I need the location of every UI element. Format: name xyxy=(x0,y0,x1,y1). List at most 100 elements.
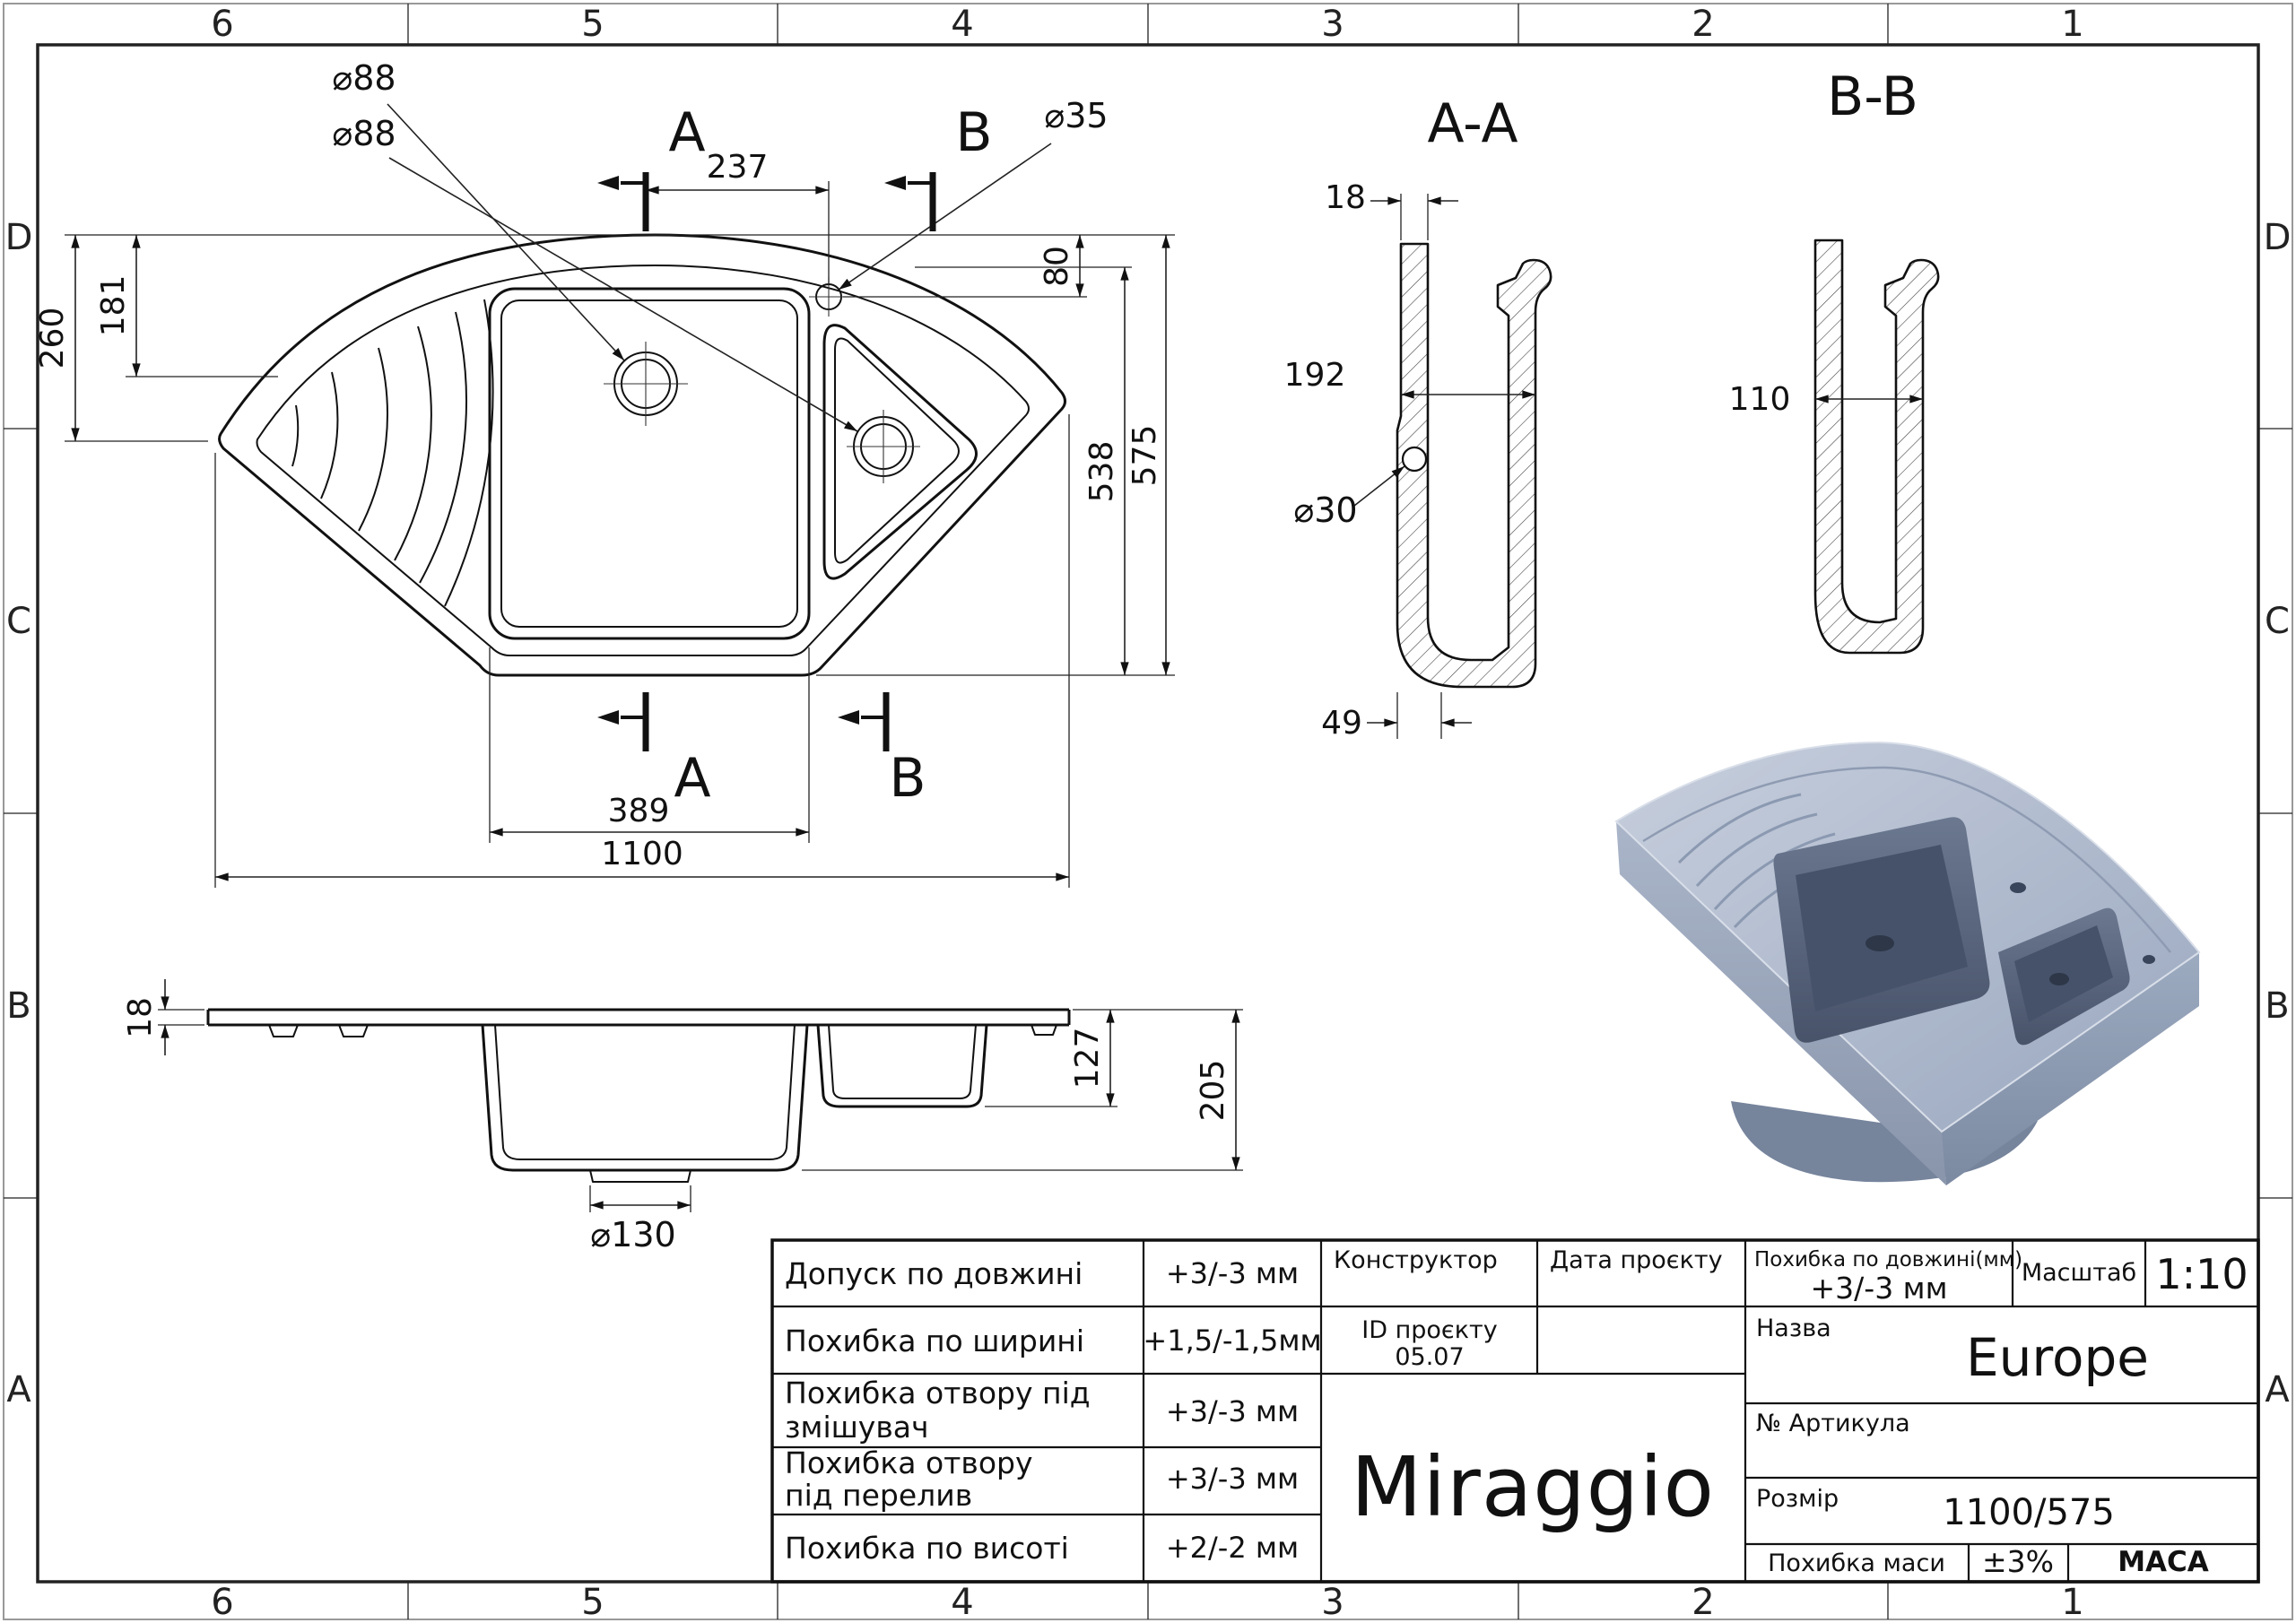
plan-view: ⌀88 ⌀88 ⌀35 237 80 260 181 538 575 389 1… xyxy=(34,58,1175,888)
small-bowl-inner xyxy=(834,337,960,564)
render-rim-line xyxy=(1642,766,2171,953)
plan-extension-lines xyxy=(65,181,1175,888)
groove-line xyxy=(444,299,494,607)
cut-arrowhead xyxy=(597,710,619,725)
cut-label-b-top: B xyxy=(955,101,992,164)
render-front-right-wall xyxy=(1942,952,2199,1185)
project-id-value: 05.07 xyxy=(1395,1343,1464,1371)
elevation-view: 18 127 205 ⌀130 xyxy=(122,979,1243,1254)
tolerance-label: Допуск по довжині xyxy=(785,1256,1083,1291)
elevation-main-bowl-inner xyxy=(494,1024,796,1160)
grid-row-label: B xyxy=(6,985,30,1027)
tolerance-value: +3/-3 мм xyxy=(1166,1256,1299,1290)
dim-575-label: 575 xyxy=(1126,425,1163,487)
mass-label: МАСА xyxy=(2118,1546,2209,1578)
tolerance-label: Похибка по ширині xyxy=(785,1324,1084,1358)
elevation-extension-lines xyxy=(158,1009,1243,1212)
elevation-feet xyxy=(268,1024,1057,1037)
overflow-hole-section xyxy=(1401,446,1428,473)
render-overflow-hole xyxy=(2143,955,2155,964)
frame-grid-ticks xyxy=(4,4,2292,1619)
main-bowl-outer xyxy=(488,287,811,640)
cut-arrowhead xyxy=(597,176,619,190)
title-block-hlines xyxy=(772,1305,2258,1546)
dia88-small-label: ⌀88 xyxy=(332,114,396,153)
dim-110-label: 110 xyxy=(1729,381,1791,418)
sink-inner-rim xyxy=(256,265,1030,656)
dim-181-label: 181 xyxy=(95,275,132,337)
dim-80-label: 80 xyxy=(1039,246,1075,287)
dim-18-label: 18 xyxy=(1325,179,1366,216)
grid-row-label: C xyxy=(6,601,31,642)
dim-260-label: 260 xyxy=(34,308,71,369)
tolerance-label: Похибка отвору xyxy=(785,1445,1033,1480)
brand-logo: Miraggio xyxy=(1351,1439,1715,1535)
size-label: Розмір xyxy=(1756,1485,1839,1513)
leader-dia88-main xyxy=(387,103,625,361)
scale-value: 1:10 xyxy=(2155,1250,2248,1298)
grid-col-label: 3 xyxy=(1321,4,1344,45)
dim-1100-label: 1100 xyxy=(601,836,683,872)
tolerance-value: +1,5/-1,5мм xyxy=(1143,1324,1321,1358)
grid-col-label: 4 xyxy=(951,1582,973,1623)
section-aa-profile xyxy=(1396,242,1552,689)
section-bb-title: B-B xyxy=(1827,65,1918,128)
dia88-main-label: ⌀88 xyxy=(332,58,396,98)
dim-192-label: 192 xyxy=(1284,357,1346,394)
leader-dia88-small xyxy=(388,157,858,432)
dim-389-label: 389 xyxy=(608,793,670,829)
render-main-bowl-floor xyxy=(1796,845,1968,1011)
render-groove xyxy=(1695,812,1818,888)
grid-row-label: C xyxy=(2265,601,2290,642)
grid-row-label: D xyxy=(5,217,33,258)
article-label: № Артикула xyxy=(1756,1410,1910,1437)
tolerance-value: +2/-2 мм xyxy=(1166,1531,1299,1565)
length-tolerance-label: Похибка по довжині(мм) xyxy=(1754,1248,2022,1271)
mass-tolerance-value: ±3% xyxy=(1982,1544,2054,1579)
grid-col-label: 6 xyxy=(211,4,233,45)
dim-18-label: 18 xyxy=(122,997,159,1038)
section-aa-title: A-A xyxy=(1427,92,1518,155)
grid-col-label: 4 xyxy=(951,4,973,45)
tolerance-value: +3/-3 мм xyxy=(1166,1394,1299,1428)
grid-row-label: B xyxy=(2265,985,2289,1027)
cut-label-a-top: A xyxy=(668,101,705,164)
section-bb-profile xyxy=(1813,239,1940,655)
grid-col-label: 2 xyxy=(1692,4,1714,45)
render-main-drain xyxy=(1866,935,1894,951)
section-cut-ticks xyxy=(642,172,936,751)
render-groove xyxy=(1677,793,1802,864)
name-label: Назва xyxy=(1756,1315,1831,1342)
elevation-drain-boss xyxy=(589,1169,691,1183)
designer-label: Конструктор xyxy=(1334,1246,1498,1274)
groove-line xyxy=(291,404,300,467)
small-bowl-outer xyxy=(822,324,978,580)
cut-arrowhead xyxy=(838,710,859,725)
elevation-small-bowl-inner xyxy=(828,1024,977,1099)
size-value: 1100/575 xyxy=(1943,1492,2115,1533)
section-cut-arrow-lines xyxy=(621,181,933,719)
cut-label-b-bottom: B xyxy=(889,747,926,810)
length-tolerance-value: +3/-3 мм xyxy=(1811,1271,1948,1306)
dia30-label: ⌀30 xyxy=(1293,490,1357,530)
section-cut-arrowheads xyxy=(597,176,906,725)
product-name: Europe xyxy=(1966,1327,2149,1388)
title-block-border xyxy=(770,1238,2260,1584)
dia35-label: ⌀35 xyxy=(1044,96,1108,135)
mass-tolerance-label: Похибка маси xyxy=(1768,1549,1945,1577)
grid-col-label: 3 xyxy=(1321,1582,1344,1623)
dim-538-label: 538 xyxy=(1083,441,1120,503)
grid-col-label: 1 xyxy=(2061,1582,2083,1623)
grid-col-label: 5 xyxy=(581,4,604,45)
center-lines xyxy=(604,277,920,483)
leader-dia30 xyxy=(1353,465,1405,507)
section-aa-extension-lines xyxy=(1396,194,1442,739)
leader-dia35 xyxy=(838,143,1052,291)
render-faucet-hole xyxy=(2010,882,2026,893)
scale-label: Масштаб xyxy=(2022,1259,2136,1287)
tolerance-label: Похибка по висоті xyxy=(785,1531,1069,1566)
cut-arrowhead xyxy=(884,176,906,190)
cut-label-a-bottom: A xyxy=(674,747,710,810)
groove-line xyxy=(394,325,432,561)
